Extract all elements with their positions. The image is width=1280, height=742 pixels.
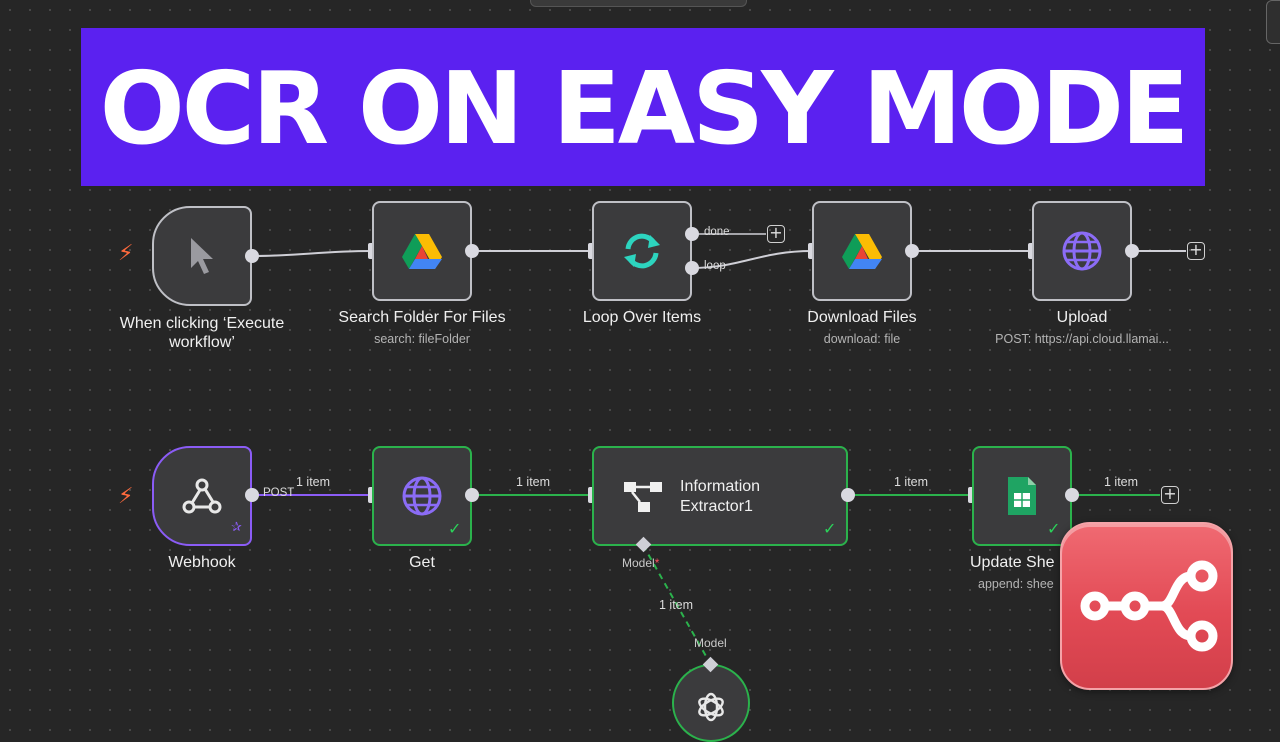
get-output-handle[interactable] xyxy=(465,488,479,502)
upload-subtitle: POST: https://api.cloud.llamai... xyxy=(962,332,1202,346)
loop-done-handle[interactable] xyxy=(685,227,699,241)
add-node-plus-icon[interactable]: + xyxy=(1161,486,1179,504)
upload-label: Upload xyxy=(982,308,1182,327)
n8n-logo xyxy=(1060,522,1233,690)
extractor-label-line2: Extractor1 xyxy=(680,497,753,517)
download-files-node[interactable] xyxy=(812,201,912,301)
edge-item-count: 1 item xyxy=(516,475,550,489)
search-subtitle: search: fileFolder xyxy=(322,332,522,346)
edge-item-count: 1 item xyxy=(1104,475,1138,489)
tree-icon xyxy=(622,476,664,516)
upload-output-handle[interactable] xyxy=(1125,244,1139,258)
title-banner: OCR ON EASY MODE xyxy=(81,28,1205,186)
manual-trigger-node[interactable] xyxy=(152,206,252,306)
loop-over-items-node[interactable] xyxy=(592,201,692,301)
get-label: Get xyxy=(322,553,522,572)
globe-icon xyxy=(401,475,443,517)
upload-node[interactable] xyxy=(1032,201,1132,301)
download-label: Download Files xyxy=(762,308,962,327)
google-sheets-icon xyxy=(1006,475,1038,517)
globe-icon xyxy=(1061,230,1103,272)
download-subtitle: download: file xyxy=(762,332,962,346)
search-output-handle[interactable] xyxy=(465,244,479,258)
loop-done-label: done xyxy=(704,226,730,238)
edge-trigger-search xyxy=(252,251,372,256)
extractor-output-handle[interactable] xyxy=(841,488,855,502)
success-check-icon: ✓ xyxy=(448,519,461,538)
download-output-handle[interactable] xyxy=(905,244,919,258)
trigger-label: When clicking ‘Execute workflow’ xyxy=(102,314,302,352)
google-drive-icon xyxy=(401,232,443,270)
model-node-port-label: Model xyxy=(694,636,727,650)
banner-title: OCR ON EASY MODE xyxy=(81,56,1205,161)
sheets-subtitle: append: shee xyxy=(978,577,1068,591)
add-node-plus-icon[interactable]: + xyxy=(1187,242,1205,260)
sheets-output-handle[interactable] xyxy=(1065,488,1079,502)
search-label: Search Folder For Files xyxy=(322,308,522,327)
model-port-label: Model* xyxy=(622,556,659,570)
edge-item-count: 1 item xyxy=(894,475,928,489)
webhook-icon xyxy=(180,476,224,516)
n8n-logo-icon xyxy=(1062,524,1231,688)
edge-item-count: 1 item xyxy=(296,475,330,489)
webhook-post-label: POST xyxy=(263,487,294,499)
loop-loop-label: loop xyxy=(704,260,726,272)
loop-loop-handle[interactable] xyxy=(685,261,699,275)
success-check-icon: ✓ xyxy=(823,519,836,538)
add-node-plus-icon[interactable]: + xyxy=(767,225,785,243)
cursor-icon xyxy=(185,236,219,276)
extractor-label-line1: Information xyxy=(680,477,760,497)
openai-model-node[interactable] xyxy=(672,664,750,742)
openai-icon xyxy=(694,690,728,724)
webhook-output-handle[interactable] xyxy=(245,488,259,502)
loop-icon xyxy=(620,229,664,273)
loop-label: Loop Over Items xyxy=(542,308,742,327)
trigger-bolt-icon: ⚡ xyxy=(118,241,133,266)
webhook-label: Webhook xyxy=(102,553,302,572)
search-folder-node[interactable] xyxy=(372,201,472,301)
google-drive-icon xyxy=(841,232,883,270)
edge-item-count: 1 item xyxy=(659,598,693,612)
trigger-bolt-icon: ⚡ xyxy=(118,484,133,509)
pin-icon: ✰ xyxy=(231,520,242,535)
trigger-output-handle[interactable] xyxy=(245,249,259,263)
success-check-icon: ✓ xyxy=(1047,519,1060,538)
